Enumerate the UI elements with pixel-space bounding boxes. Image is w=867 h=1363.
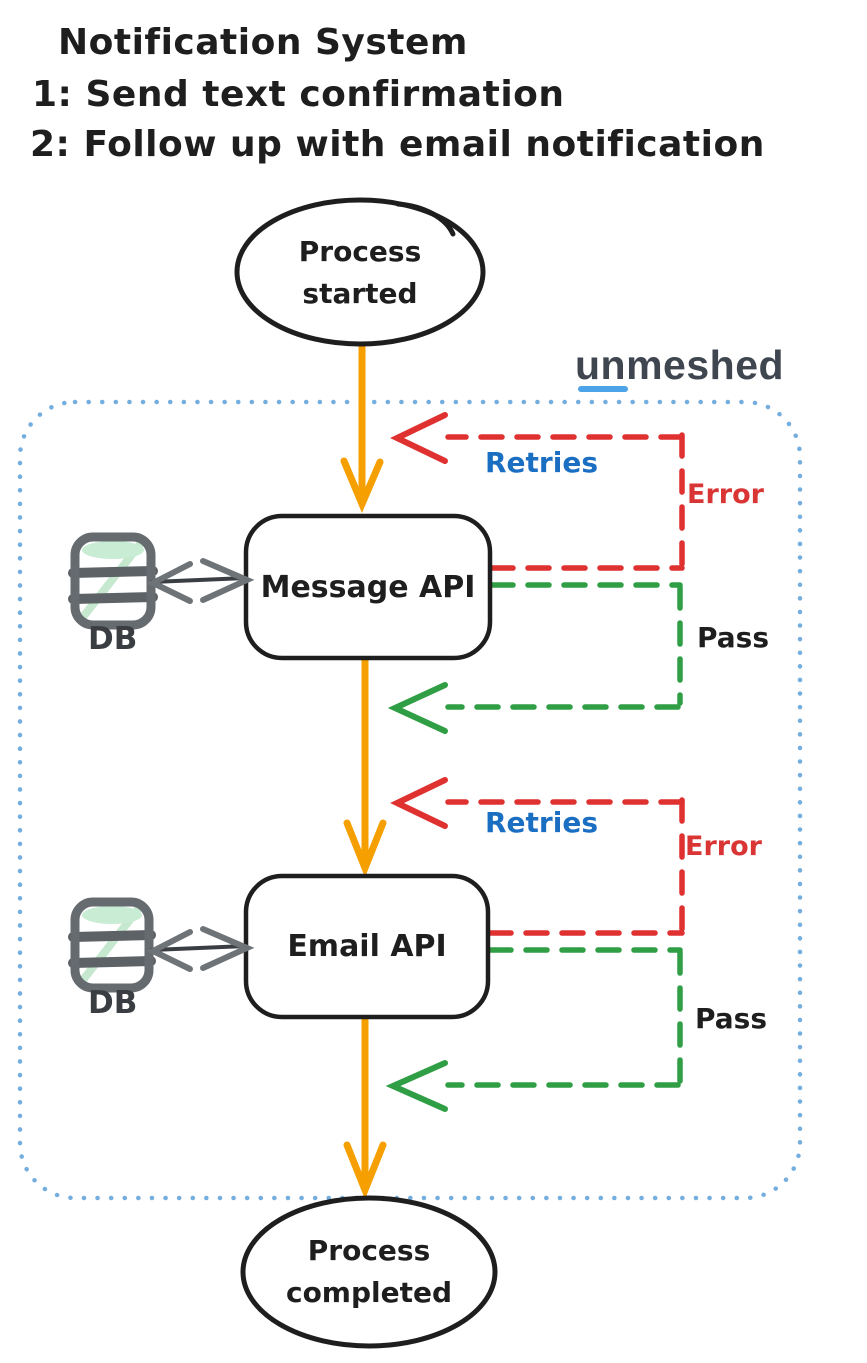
- error-label-2: Error: [685, 831, 762, 862]
- start-node: [234, 197, 486, 347]
- pass-label-2: Pass: [695, 1002, 767, 1035]
- main-flow-arrows: [340, 341, 387, 1200]
- pass-arrowhead-2: [385, 1060, 448, 1112]
- retry-arrowhead-2: [390, 777, 448, 829]
- retry-error-loop-2: [390, 777, 685, 936]
- unmeshed-logo: unmeshed: [575, 342, 785, 388]
- diagram-step-1: 1: Send text confirmation: [32, 74, 565, 115]
- end-node: [240, 1195, 498, 1349]
- db-label-1: DB: [88, 621, 138, 657]
- retries-label-1: Retries: [485, 446, 598, 479]
- pass-arrowhead-1: [387, 682, 448, 734]
- end-node-label: Process completed: [285, 1234, 453, 1309]
- diagram-title: Notification System: [58, 22, 468, 63]
- message-api-label: Message API: [260, 569, 476, 605]
- bidirectional-arrow-icon-2: [146, 926, 255, 972]
- brand-underline: [578, 386, 628, 392]
- flow-arrow-start-to-message: [340, 341, 384, 513]
- system-boundary: [17, 399, 803, 1201]
- db-label-2: DB: [88, 985, 138, 1021]
- retry-error-loop-1: [390, 412, 685, 571]
- pass-loop-2: [385, 947, 683, 1112]
- retries-label-2: Retries: [485, 806, 598, 839]
- start-node-label: Process started: [298, 234, 422, 310]
- email-api-label: Email API: [287, 929, 447, 964]
- retry-arrowhead-1: [390, 412, 448, 464]
- diagram-step-2: 2: Follow up with email notification: [30, 124, 765, 165]
- pass-loop-1: [387, 582, 683, 734]
- pass-label-1: Pass: [697, 621, 769, 654]
- flow-arrow-message-to-email: [343, 656, 387, 878]
- hand-drawn-accent: [395, 201, 456, 237]
- db-cylinder-icon-2: [68, 897, 156, 993]
- bidirectional-arrow-icon-1: [146, 558, 255, 604]
- message-api-node: [243, 513, 493, 661]
- flow-arrow-email-to-end: [343, 1016, 387, 1200]
- error-label-1: Error: [687, 479, 764, 510]
- db-cylinder-icon-1: [68, 532, 158, 630]
